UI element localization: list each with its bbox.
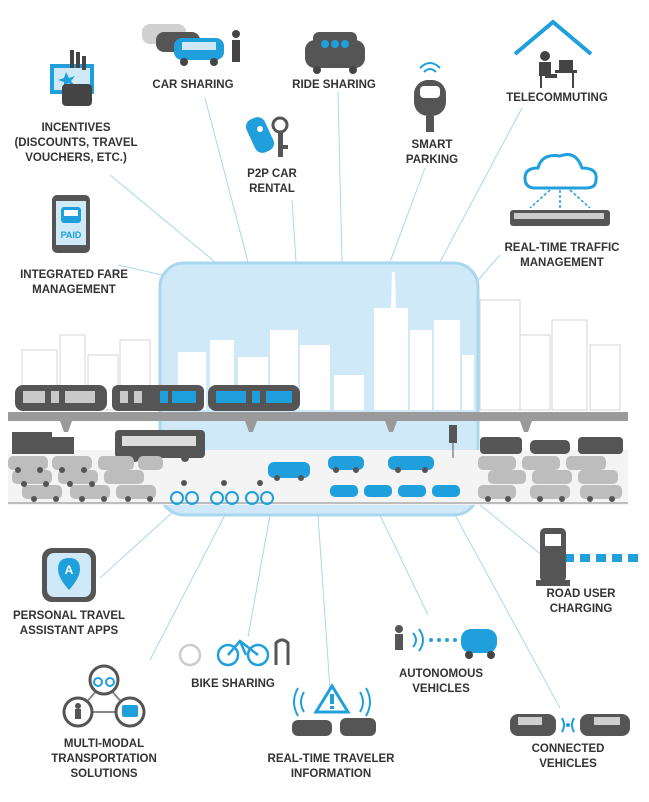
label-line: ASSISTANT APPS <box>20 625 119 637</box>
window-traffic <box>170 425 460 505</box>
label-line: INTEGRATED FARE <box>20 269 128 281</box>
label-line: (DISCOUNTS, TRAVEL <box>14 137 137 149</box>
label-line: PERSONAL TRAVEL <box>13 610 125 622</box>
app-letter: A <box>65 563 74 577</box>
multimodal-icon <box>62 664 146 728</box>
bike-sharing-icon <box>178 638 290 667</box>
label-ride-sharing: RIDE SHARING <box>292 79 376 91</box>
label-line: VEHICLES <box>412 683 470 695</box>
paid-text: PAID <box>61 230 82 240</box>
incentives-icon <box>50 50 94 106</box>
label-line: CHARGING <box>550 603 613 615</box>
label-line: CONNECTED <box>532 743 605 755</box>
label-telecommuting: TELECOMMUTING <box>506 92 608 104</box>
p2p-key-icon <box>245 116 289 157</box>
label-line: INFORMATION <box>291 768 371 780</box>
label-multimodal: MULTI-MODAL TRANSPORTATION SOLUTIONS <box>51 738 157 780</box>
toll-gate-icon <box>536 528 638 586</box>
label-line: RENTAL <box>249 183 295 195</box>
label-line: MANAGEMENT <box>32 284 116 296</box>
label-line: VOUCHERS, ETC.) <box>25 152 127 164</box>
label-line: AUTONOMOUS <box>399 668 483 680</box>
car-sharing-icon <box>142 24 240 66</box>
label-traveler-info: REAL-TIME TRAVELER INFORMATION <box>268 753 396 780</box>
label-integrated-fare: INTEGRATED FARE MANAGEMENT <box>20 269 128 296</box>
label-line: REAL-TIME TRAVELER <box>268 753 396 765</box>
label-line: RIDE SHARING <box>292 79 376 91</box>
elevated-railway <box>8 412 628 432</box>
traffic-right <box>478 437 623 502</box>
label-line: TELECOMMUTING <box>506 92 608 104</box>
label-car-sharing: CAR SHARING <box>152 79 233 91</box>
label-line: TRANSPORTATION <box>51 753 157 765</box>
label-traffic-mgmt: REAL-TIME TRAFFIC MANAGEMENT <box>505 242 620 269</box>
connected-cars-icon <box>510 714 630 736</box>
label-line: INCENTIVES <box>41 122 110 134</box>
parking-meter-icon <box>414 62 446 132</box>
label-smart-parking: SMART PARKING <box>406 139 458 166</box>
label-connected: CONNECTED VEHICLES <box>532 743 605 770</box>
warning-sign-icon <box>292 683 376 736</box>
label-line: MANAGEMENT <box>520 257 604 269</box>
label-line: ROAD USER <box>546 588 616 600</box>
label-personal-travel: PERSONAL TRAVEL ASSISTANT APPS <box>13 610 125 637</box>
connector-lines <box>99 91 561 709</box>
travel-app-icon: A <box>42 548 96 602</box>
label-line: MULTI-MODAL <box>64 738 144 750</box>
label-road-user: ROAD USER CHARGING <box>546 588 616 615</box>
ride-sharing-icon <box>305 32 365 74</box>
fare-phone-icon: PAID <box>52 195 90 253</box>
autonomous-vehicle-icon <box>395 625 497 659</box>
train <box>15 385 300 411</box>
label-autonomous: AUTONOMOUS VEHICLES <box>399 668 483 695</box>
label-line: SMART <box>412 139 453 151</box>
telecommuting-icon <box>513 19 593 88</box>
label-line: REAL-TIME TRAFFIC <box>505 242 620 254</box>
label-bike-sharing: BIKE SHARING <box>191 678 275 690</box>
label-incentives: INCENTIVES (DISCOUNTS, TRAVEL VOUCHERS, … <box>14 122 137 164</box>
label-line: BIKE SHARING <box>191 678 275 690</box>
label-line: P2P CAR <box>247 168 297 180</box>
traffic-cloud-icon <box>510 153 610 226</box>
label-line: SOLUTIONS <box>70 768 137 780</box>
traffic-left <box>8 430 205 502</box>
label-line: PARKING <box>406 154 458 166</box>
label-line: VEHICLES <box>539 758 597 770</box>
label-line: CAR SHARING <box>152 79 233 91</box>
label-p2p-car-rental: P2P CAR RENTAL <box>247 168 297 195</box>
